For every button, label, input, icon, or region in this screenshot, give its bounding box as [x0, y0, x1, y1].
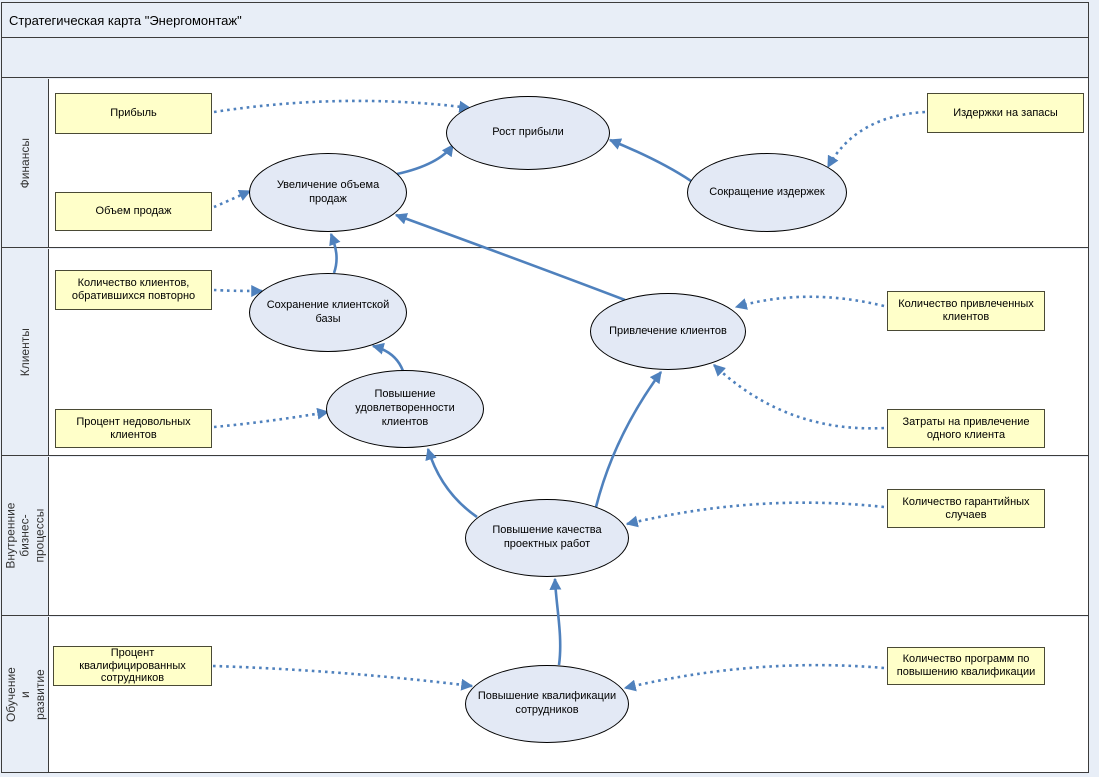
goal-staff-qualification[interactable]: Повышение квалификации сотрудников	[465, 665, 629, 743]
perspective-label-learning-text: Обучение и развитие	[3, 667, 47, 722]
perspective-label-internal-processes-text: Внутренние бизнес-процессы	[3, 502, 47, 570]
goal-client-attraction[interactable]: Привлечение клиентов	[590, 293, 746, 370]
band-learning: Обучение и развитие	[2, 617, 1088, 772]
perspective-label-clients-text: Клиенты	[17, 327, 32, 377]
goal-project-quality-label: Повышение качества проектных работ	[492, 524, 602, 550]
indicator-training-programs[interactable]: Количество программ по повышению квалифи…	[887, 647, 1045, 685]
goal-sales-increase[interactable]: Увеличение объема продаж	[249, 153, 407, 232]
indicator-attracted-clients-label: Количество привлеченных клиентов	[898, 298, 1034, 323]
goal-cost-reduction-label: Сокращение издержек	[709, 185, 825, 198]
indicator-inventory-costs-label: Издержки на запасы	[953, 106, 1058, 119]
indicator-unhappy-clients[interactable]: Процент недовольных клиентов	[55, 409, 212, 448]
goal-client-retention-label: Сохранение клиентской базы	[266, 298, 390, 325]
goal-client-attraction-label: Привлечение клиентов	[609, 324, 727, 337]
goal-sales-increase-label: Увеличение объема продаж	[276, 178, 380, 205]
goal-profit-growth-label: Рост прибыли	[492, 126, 564, 139]
indicator-inventory-costs[interactable]: Издержки на запасы	[927, 93, 1084, 133]
indicator-qualified-staff-label: Процент квалифицированных сотрудников	[79, 646, 186, 685]
indicator-sales-volume[interactable]: Объем продаж	[55, 192, 212, 231]
perspective-label-finance: Финансы	[2, 79, 49, 247]
goal-project-quality[interactable]: Повышение качества проектных работ	[465, 499, 629, 577]
indicator-qualified-staff[interactable]: Процент квалифицированных сотрудников	[53, 646, 212, 686]
goal-client-retention[interactable]: Сохранение клиентской базы	[249, 273, 407, 352]
indicator-repeat-clients-label: Количество клиентов, обратившихся повтор…	[71, 277, 196, 302]
perspective-label-finance-text: Финансы	[17, 137, 32, 189]
indicator-repeat-clients[interactable]: Количество клиентов, обратившихся повтор…	[55, 270, 212, 310]
goal-profit-growth[interactable]: Рост прибыли	[446, 96, 610, 170]
map-subtitle-row	[2, 39, 1088, 78]
indicator-training-programs-label: Количество программ по повышению квалифи…	[896, 653, 1036, 678]
indicator-sales-volume-label: Объем продаж	[95, 205, 172, 218]
perspective-label-clients: Клиенты	[2, 249, 49, 455]
map-title-row: Стратегическая карта "Энергомонтаж"	[2, 3, 1088, 38]
indicator-attracted-clients[interactable]: Количество привлеченных клиентов	[887, 291, 1045, 331]
goal-client-satisfaction-label: Повышение удовлетворенности клиентов	[355, 388, 455, 428]
indicator-attraction-cost-label: Затраты на привлечение одного клиента	[902, 415, 1030, 441]
perspective-label-learning: Обучение и развитие	[2, 617, 49, 772]
indicator-profit[interactable]: Прибыль	[55, 93, 212, 134]
indicator-unhappy-clients-label: Процент недовольных клиентов	[76, 415, 191, 441]
indicator-profit-label: Прибыль	[110, 107, 157, 120]
indicator-attraction-cost[interactable]: Затраты на привлечение одного клиента	[887, 409, 1045, 448]
goal-cost-reduction[interactable]: Сокращение издержек	[687, 153, 847, 232]
indicator-warranty-cases-label: Количество гарантийных случаев	[902, 495, 1030, 521]
map-title: Стратегическая карта "Энергомонтаж"	[9, 12, 242, 28]
goal-client-satisfaction[interactable]: Повышение удовлетворенности клиентов	[326, 370, 484, 448]
perspective-label-internal-processes: Внутренние бизнес-процессы	[2, 457, 49, 615]
goal-staff-qualification-label: Повышение квалификации сотрудников	[477, 690, 617, 716]
indicator-warranty-cases[interactable]: Количество гарантийных случаев	[887, 489, 1045, 528]
